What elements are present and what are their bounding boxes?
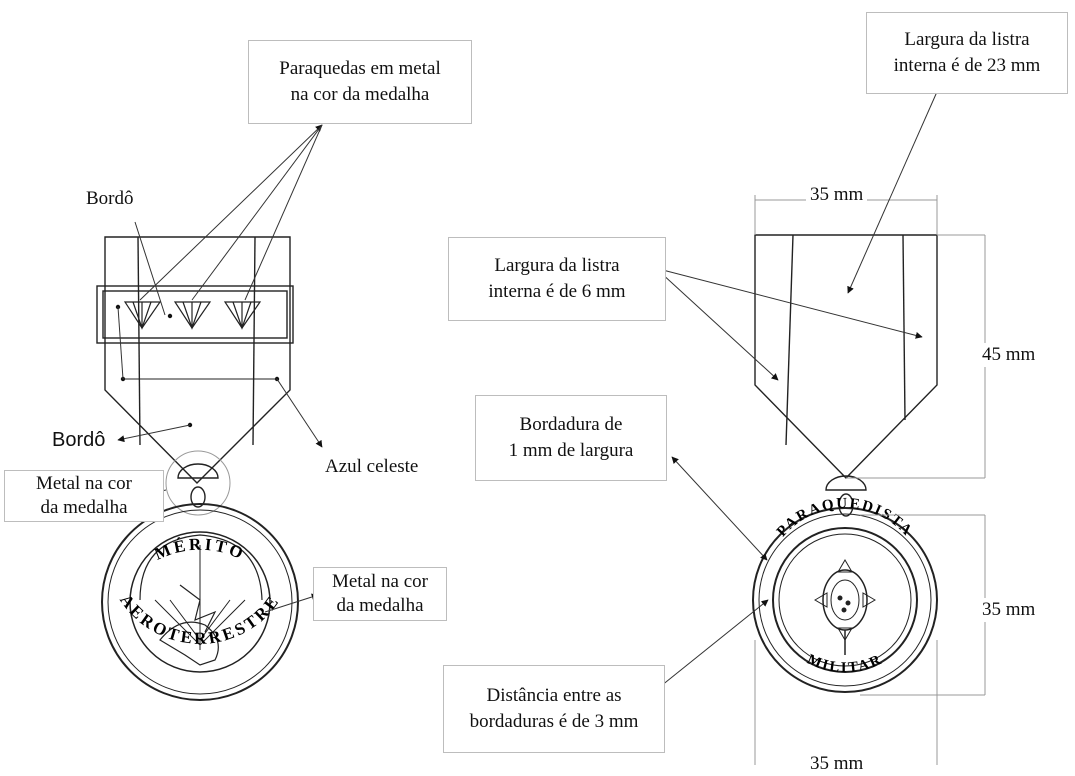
- callout-bordadura-line2: 1 mm de largura: [508, 440, 634, 461]
- callout-metal-right-line1: Metal na cor: [331, 571, 428, 592]
- ring-text-top-right: PARAQUEDISTA: [774, 496, 916, 540]
- callout-paraquedas-line2: na cor da medalha: [290, 84, 430, 105]
- callout-listra-6-line2: interna é de 6 mm: [488, 281, 626, 302]
- dim-ribbon-width: 35 mm: [806, 183, 868, 207]
- callout-listra-23-line2: interna é de 23 mm: [893, 55, 1041, 76]
- callout-metal-left: Metal na cor da medalha: [4, 470, 164, 522]
- dim-ribbon-height: 45 mm: [978, 343, 1040, 367]
- left-ribbon: [96, 236, 294, 484]
- right-ribbon: [754, 234, 938, 480]
- dim-medal-width: 35 mm: [806, 752, 868, 776]
- callout-distancia: Distância entre as bordaduras é de 3 mm: [443, 665, 665, 753]
- dim-medal-height: 35 mm: [978, 598, 1040, 622]
- callout-listra-23: Largura da listra interna é de 23 mm: [866, 12, 1068, 94]
- label-bordo-left: Bordô: [52, 429, 106, 451]
- parachute-devices: [123, 301, 262, 330]
- callout-metal-right: Metal na cor da medalha: [313, 567, 447, 621]
- right-callout-lines: [654, 84, 941, 691]
- label-azul-celeste: Azul celeste: [325, 456, 419, 477]
- callout-listra-6: Largura da listra interna é de 6 mm: [448, 237, 666, 321]
- callout-distancia-line2: bordaduras é de 3 mm: [469, 711, 639, 732]
- callout-bordadura: Bordadura de 1 mm de largura: [475, 395, 667, 481]
- callout-paraquedas: Paraquedas em metal na cor da medalha: [248, 40, 472, 124]
- label-bordo-top: Bordô: [86, 188, 134, 209]
- callout-metal-left-line1: Metal na cor: [35, 473, 132, 494]
- callout-listra-6-line1: Largura da listra: [494, 255, 620, 276]
- callout-metal-right-line2: da medalha: [336, 595, 424, 616]
- right-suspension: [825, 475, 867, 517]
- left-suspension: [165, 450, 231, 516]
- callout-listra-23-line1: Largura da listra: [904, 29, 1030, 50]
- callout-distancia-line1: Distância entre as: [486, 685, 622, 706]
- callout-bordadura-line1: Bordadura de: [519, 414, 623, 435]
- left-callout-lines: [117, 124, 323, 613]
- left-medal-disc: [101, 503, 299, 701]
- callout-paraquedas-line1: Paraquedas em metal: [279, 58, 441, 79]
- dimension-lines: [754, 195, 986, 765]
- ring-text-bottom-right: MILITAR: [805, 652, 886, 677]
- callout-metal-left-line2: da medalha: [40, 497, 128, 518]
